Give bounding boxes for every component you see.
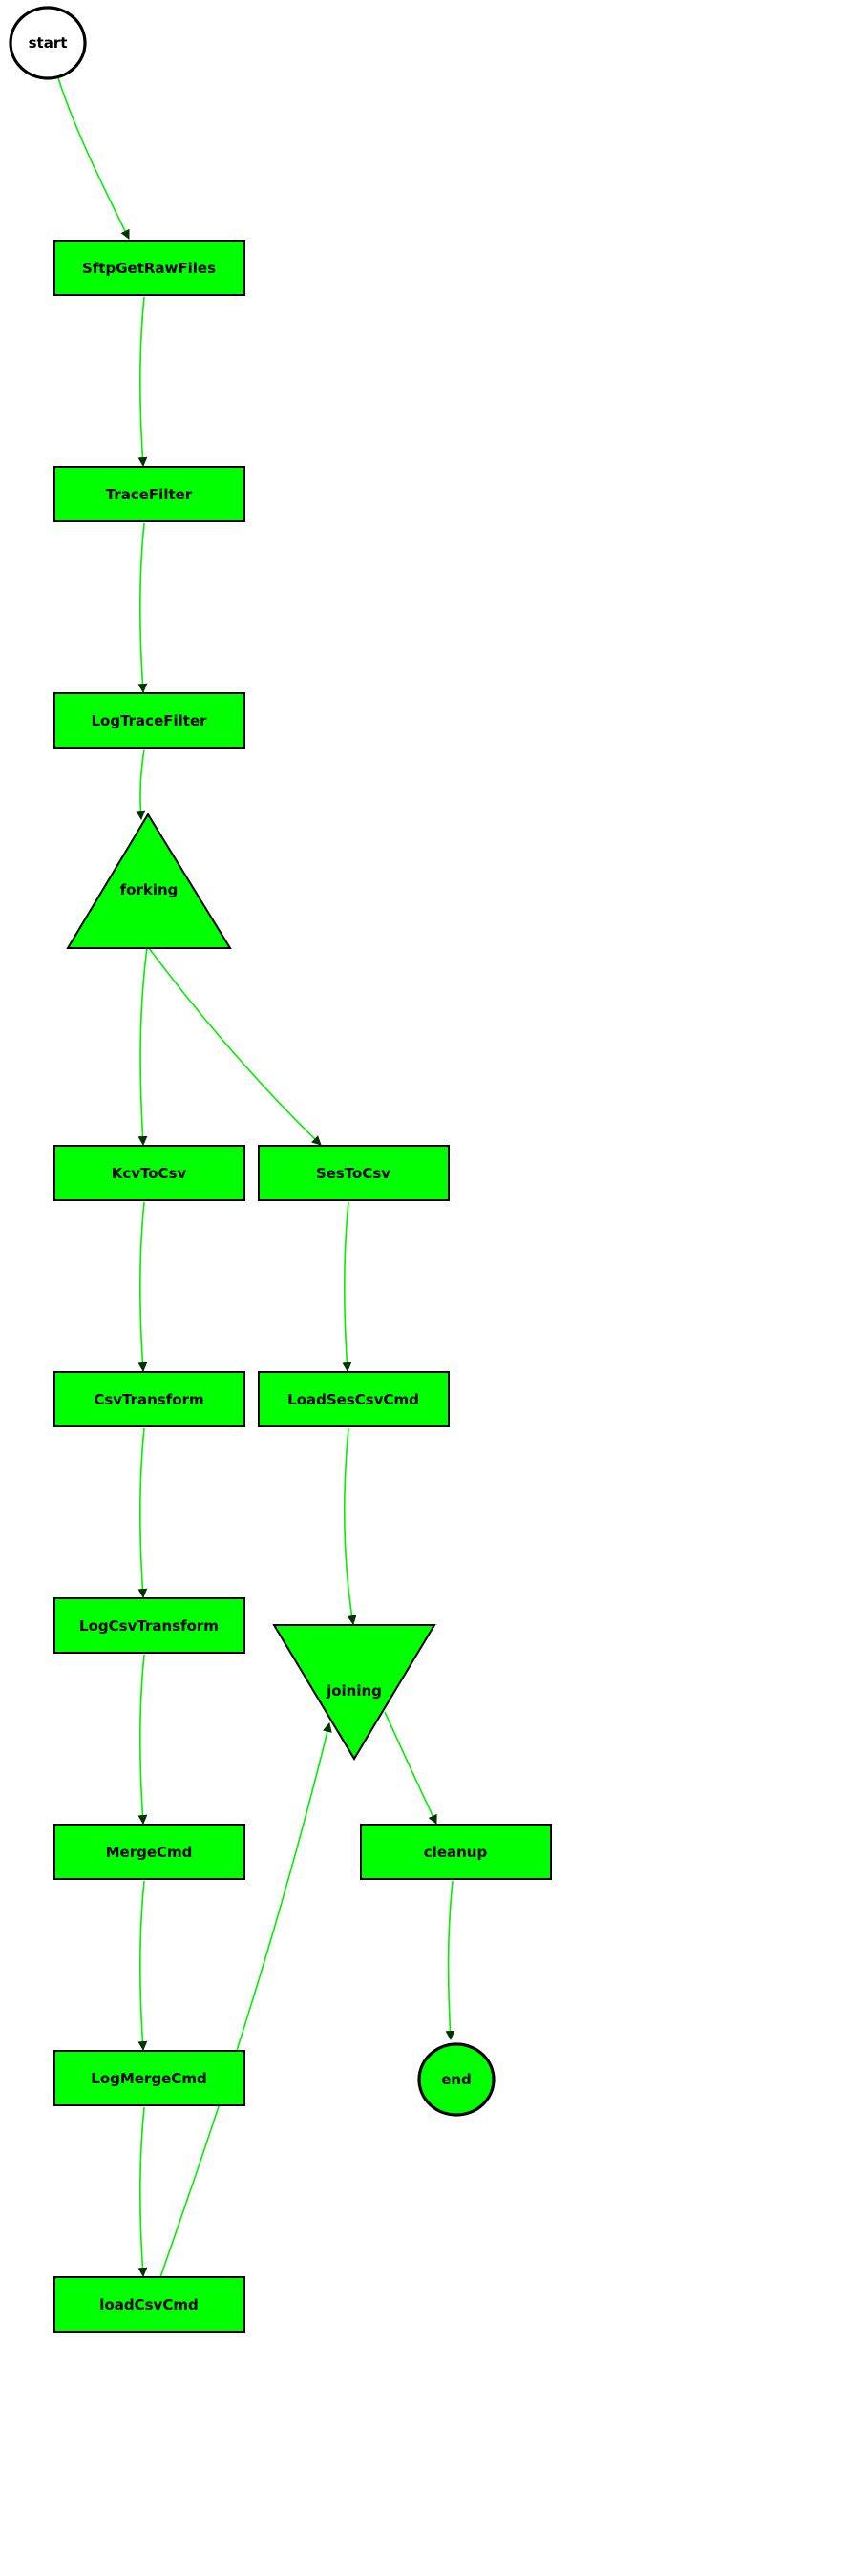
node-logcsvtransform-label: LogCsvTransform	[79, 1617, 219, 1635]
edge-mergecmd-logmergecmd	[137, 1880, 148, 2051]
node-loadsescsvcmd: LoadSesCsvCmd	[258, 1371, 450, 1427]
node-loadcsvcmd: loadCsvCmd	[53, 2276, 245, 2333]
node-forking-label: forking	[120, 881, 179, 898]
edge-sftp-tracefilter	[137, 296, 148, 467]
node-tracefilter-label: TraceFilter	[106, 486, 193, 503]
node-start: start	[9, 6, 87, 80]
edge-start-sftp	[57, 77, 130, 240]
node-sftpgetrawfiles: SftpGetRawFiles	[53, 240, 245, 296]
node-cleanup-label: cleanup	[424, 1844, 488, 1861]
node-mergecmd: MergeCmd	[53, 1824, 245, 1880]
edge-logcsvtransform-mergecmd	[137, 1654, 148, 1825]
edge-joining-cleanup	[384, 1711, 437, 1825]
node-mergecmd-label: MergeCmd	[106, 1844, 193, 1861]
node-kcvtocsv: KcvToCsv	[53, 1145, 245, 1201]
node-loadcsvcmd-label: loadCsvCmd	[99, 2296, 198, 2313]
edge-logmergecmd-loadcsvcmd	[137, 2106, 148, 2277]
node-end-label: end	[441, 2071, 472, 2088]
edge-logtracefilter-forking	[136, 749, 146, 820]
edge-sestocsv-loadsescsvcmd	[342, 1201, 352, 1372]
node-logcsvtransform: LogCsvTransform	[53, 1597, 245, 1654]
edge-loadsescsvcmd-joining	[344, 1427, 357, 1625]
edge-loadcsvcmd-joining	[159, 1722, 332, 2278]
node-csvtransform-label: CsvTransform	[94, 1391, 203, 1408]
node-cleanup: cleanup	[360, 1824, 552, 1880]
node-end: end	[417, 2042, 496, 2117]
node-loadsescsvcmd-label: LoadSesCsvCmd	[287, 1391, 419, 1408]
node-logmergecmd-label: LogMergeCmd	[91, 2070, 206, 2087]
node-sestocsv-label: SesToCsv	[316, 1165, 390, 1182]
node-start-label: start	[29, 34, 68, 52]
node-forking: forking	[66, 813, 232, 949]
edge-tracefilter-logtracefilter	[137, 522, 148, 693]
node-logtracefilter: LogTraceFilter	[53, 692, 245, 749]
edge-kcvtocsv-csvtransform	[137, 1201, 148, 1372]
node-logmergecmd: LogMergeCmd	[53, 2050, 245, 2106]
node-kcvtocsv-label: KcvToCsv	[112, 1165, 187, 1182]
node-sestocsv: SesToCsv	[258, 1145, 450, 1201]
node-joining: joining	[272, 1624, 436, 1761]
node-logtracefilter-label: LogTraceFilter	[91, 712, 207, 729]
node-tracefilter: TraceFilter	[53, 466, 245, 522]
edge-forking-sestocsv	[148, 947, 322, 1146]
node-joining-label: joining	[326, 1682, 382, 1700]
node-csvtransform: CsvTransform	[53, 1371, 245, 1427]
edge-csvtransform-logcsvtransform	[137, 1427, 148, 1598]
edge-cleanup-end	[445, 1880, 455, 2040]
edge-forking-kcvtocsv	[137, 947, 148, 1146]
node-sftpgetrawfiles-label: SftpGetRawFiles	[82, 260, 216, 277]
